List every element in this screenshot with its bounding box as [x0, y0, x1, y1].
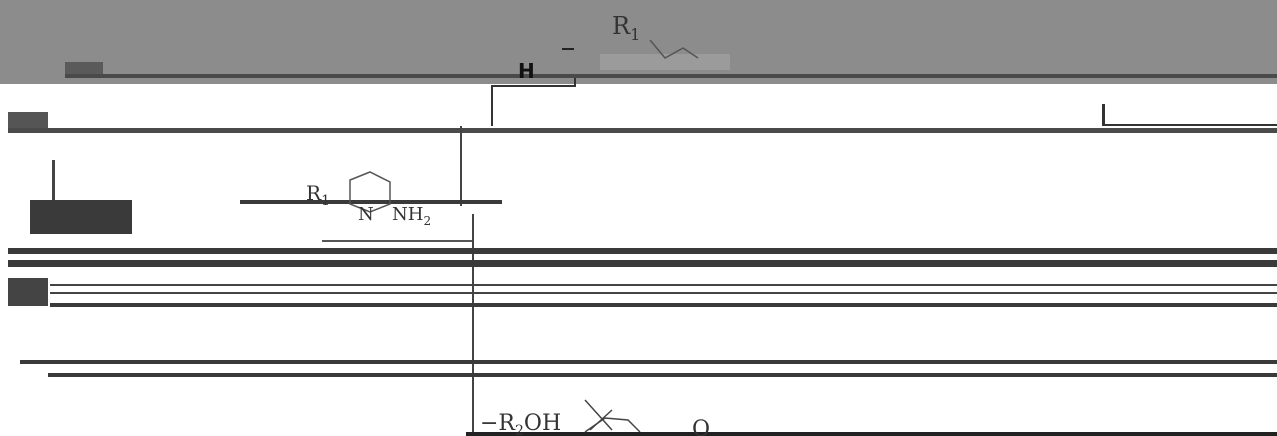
row3-dark-block — [30, 200, 132, 234]
row5-left-block — [8, 278, 48, 306]
row3-underline — [322, 240, 472, 242]
row6-rule-a — [20, 360, 1277, 364]
row2-right-tick — [1102, 104, 1105, 126]
vertical-divider-lower — [472, 214, 474, 436]
row3-arrow-line — [240, 200, 502, 204]
vertical-divider-upper — [460, 126, 462, 206]
h-bracket — [491, 78, 576, 126]
row2-right-line — [1105, 124, 1277, 126]
nh2-label: NH2 — [392, 204, 431, 228]
r1-mid-label: R1 — [306, 181, 330, 209]
row5-rule-b — [50, 292, 1277, 294]
h-arrow-tick — [562, 48, 574, 50]
bottom-rule — [466, 432, 1277, 436]
row3-tick — [52, 160, 55, 200]
row2-left-blob — [8, 112, 48, 128]
h-label: H — [518, 59, 535, 83]
n-label: N — [358, 204, 374, 225]
row6-rule-b — [48, 373, 1277, 377]
row5-rule-a — [50, 284, 1277, 286]
r1-top-label: R1 — [612, 12, 640, 44]
o-label: O — [692, 417, 710, 436]
row5-rule-c — [50, 303, 1277, 307]
bottom-ring-fragment — [584, 417, 641, 433]
top-rule — [65, 74, 1277, 78]
r2oh-label: −R2OH — [480, 411, 561, 436]
top-light-patch — [600, 54, 730, 70]
row4-rule-a — [8, 248, 1277, 254]
pyridine-ring — [349, 171, 391, 213]
row2-rule — [8, 128, 1277, 133]
top-rule-cap — [65, 62, 103, 74]
row4-rule-b — [8, 260, 1277, 267]
top-ring-fragment — [649, 39, 699, 59]
bottom-cross — [584, 399, 613, 431]
